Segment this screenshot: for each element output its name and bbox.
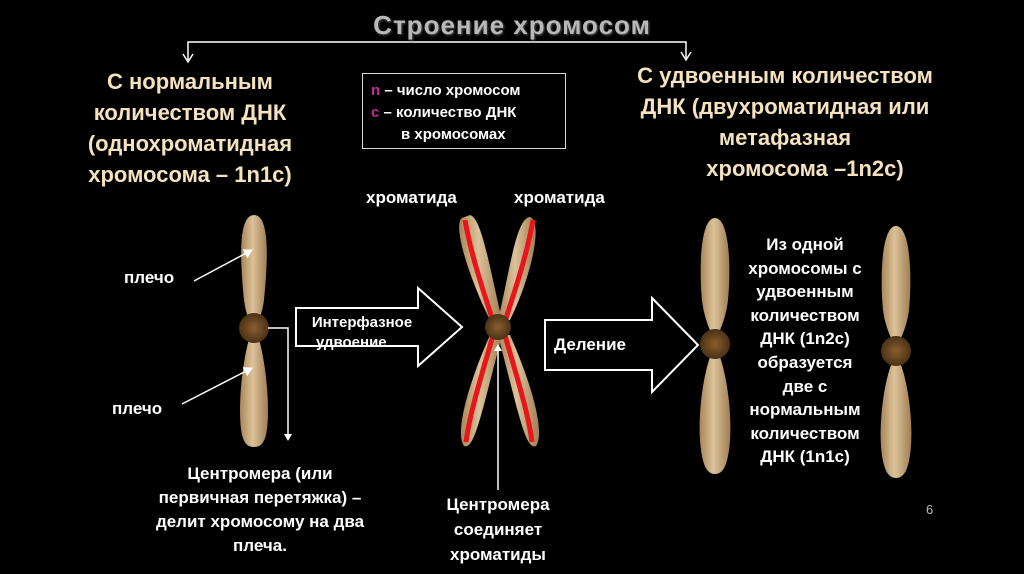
left-heading: С нормальным количеством ДНК (однохромат… [40,66,340,190]
interphase-arrow-icon [295,285,464,369]
title-bracket [182,41,692,64]
left-heading-line-4: хромосома – 1n1c) [88,162,292,187]
result-text: Из одной хромосомы с удвоенным количеств… [730,233,880,469]
centromere-pointer [268,327,292,441]
legend-key-c: c [371,104,380,121]
result-line-1: Из одной [766,235,844,254]
right-heading: С удвоенным количеством ДНК (двухроматид… [590,60,980,184]
result-line-7: две с [782,376,828,396]
result-line-3: удвоенным [756,282,854,302]
label-chromatid-left: хроматида [366,188,457,207]
right-heading-line-4: хромосома –1n2c) [706,156,904,181]
legend-text-n: – число хромосом [380,82,521,99]
result-line-8: нормальным [749,400,861,420]
legend-row-c: c – количество ДНК [371,102,565,124]
chromosome-double [459,215,540,447]
label-arm-top: плечо [124,268,175,287]
daughter-chromosome-right [880,226,912,478]
centromere-mid-text: Центромера соединяет хроматиды [418,492,578,567]
legend-row-c-2: в хромосомах [401,126,506,143]
interphase-label-line-1: Интерфазное [311,314,413,331]
result-line-4: количеством [750,305,860,325]
right-heading-line-1: С удвоенным количеством [637,63,933,88]
centromere-left-line-3: делит хромосому на два [155,512,365,531]
result-line-10: ДНК (1n1c) [760,447,850,467]
bracket-arrow-right-icon [680,51,692,62]
page-title: Строение хромосом [373,10,651,40]
label-arm-bottom: плечо [112,399,163,418]
centromere-left-text: Центромера (или первичная перетяжка) – д… [110,462,410,558]
result-line-9: количеством [750,423,860,443]
centromere-daughter-left [700,329,730,359]
interphase-arrow-label: Интерфазное удвоение [296,313,428,353]
interphase-label-line-2: удвоение [316,334,387,351]
centromere-mid-line-2: соединяет [453,520,543,539]
centromere-mid-line-3: хроматиды [450,545,546,564]
right-heading-line-3: метафазная [718,125,852,150]
result-line-6: образуется [757,352,853,372]
right-heading-line-2: ДНК (двухроматидная или [640,94,930,119]
centromere-double [485,314,511,340]
page-number: 6 [926,502,934,517]
division-arrow-icon [544,295,700,395]
centromere-single [239,313,269,343]
centromere-left-line-2: первичная перетяжка) – [158,488,362,507]
bracket-line [187,41,687,60]
left-heading-line-1: С нормальным [107,69,273,94]
arm-top-pointer [193,249,253,282]
label-chromatid-right: хроматида [514,188,605,207]
result-line-5: ДНК (1n2c) [760,329,850,349]
result-line-2: хромосомы с [748,258,862,278]
centromere-daughter-right [881,336,911,366]
legend-text-c: – количество ДНК [379,104,517,121]
daughter-chromosome-left [699,218,731,474]
division-arrow-label: Деление [554,335,626,354]
centromere-left-line-1: Центромера (или [187,464,333,483]
bracket-arrow-left-icon [182,53,194,64]
legend-key-n: n [371,82,381,99]
chromosome-single [239,215,269,447]
legend-row-n: n – число хромосом [371,80,565,102]
legend-box: n – число хромосом c – количество ДНК в … [362,73,566,149]
left-heading-line-3: (однохроматидная [87,131,293,156]
centromere-mid-line-1: Центромера [446,495,550,514]
centromere-left-line-4: плеча. [233,536,287,555]
arm-bottom-pointer [181,367,253,405]
left-heading-line-2: количеством ДНК [93,100,287,125]
